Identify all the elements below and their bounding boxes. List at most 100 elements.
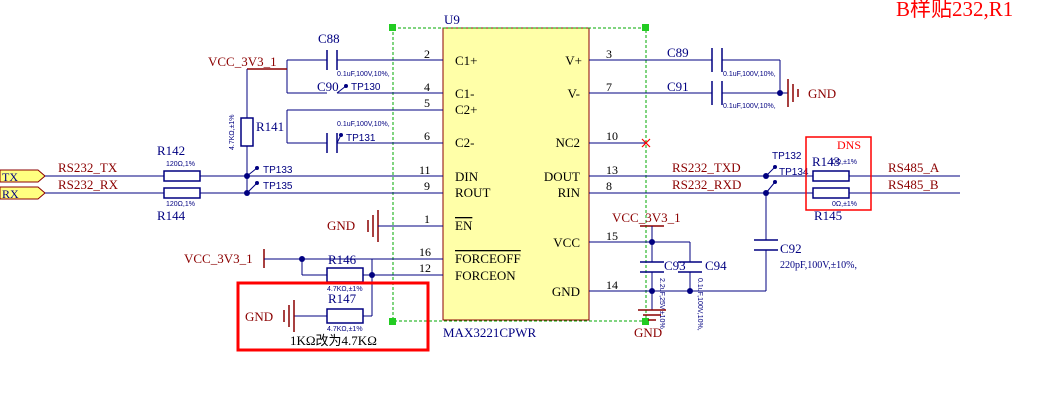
- change-note-box: [236, 281, 430, 352]
- pin-number: 15: [606, 229, 618, 243]
- resistor-r143[interactable]: [812, 170, 850, 182]
- gnd-symbol-vm: [787, 79, 799, 107]
- c92-value: 220pF,100V,±10%,: [780, 260, 857, 271]
- c93-ref: C93: [664, 258, 686, 273]
- testpoint-tp130[interactable]: TP130: [336, 82, 381, 94]
- c91-value: 0.1uF,100V,10%,: [723, 103, 776, 110]
- junctions-force: [299, 256, 375, 278]
- pin-name: V-: [567, 86, 580, 101]
- gnd-en-label: GND: [327, 218, 355, 233]
- pin-number: 14: [606, 278, 618, 292]
- r146-ref: R146: [328, 252, 357, 267]
- selection-handle[interactable]: [642, 318, 649, 325]
- pin-number: 11: [419, 163, 431, 177]
- pin-names: C1+ C1- C2+ C2- DIN ROUT EN FORCEOFF FOR…: [455, 53, 582, 299]
- testpoint-tp132[interactable]: TP132: [765, 151, 802, 177]
- vcc-left-label: VCC_3V3_1: [184, 251, 253, 266]
- pin-number: 4: [424, 80, 430, 94]
- pin-name: DIN: [455, 169, 479, 184]
- pin-number: 6: [424, 129, 430, 143]
- resistor-r144[interactable]: [163, 187, 201, 199]
- gnd-symbol-en: [367, 210, 379, 242]
- capacitor-c90[interactable]: [326, 133, 338, 153]
- resistor-r142[interactable]: [163, 170, 201, 182]
- vcc-net-label: VCC_3V3_1: [208, 54, 277, 69]
- c94-ref: C94: [705, 258, 727, 273]
- chip-part: MAX3221CPWR: [443, 325, 537, 340]
- testpoint-tp134[interactable]: TP134: [765, 167, 809, 194]
- resistor-r147[interactable]: [326, 308, 364, 324]
- selection-handle[interactable]: [389, 24, 396, 31]
- pin-number: 10: [606, 129, 618, 143]
- net-rs485-a: RS485_A: [888, 160, 940, 175]
- net-rs232-txd: RS232_TXD: [672, 160, 741, 175]
- r145-value: 0Ω,±1%: [832, 201, 857, 208]
- testpoint-tp133[interactable]: TP133: [246, 165, 293, 177]
- tp131-label: TP131: [346, 133, 376, 144]
- net-rs485-b: RS485_B: [888, 177, 939, 192]
- r147-ref: R147: [328, 291, 357, 306]
- pin-numbers: 2 4 5 6 11 9 1 16 12 3 7 10 13 8 15 14: [419, 47, 618, 292]
- testpoint-tp131[interactable]: TP131: [336, 133, 376, 144]
- pin-number: 1: [424, 212, 430, 226]
- pin-name: NC2: [555, 135, 580, 150]
- net-rs232-rx: RS232_RX: [58, 177, 119, 192]
- capacitor-c93[interactable]: [640, 261, 664, 273]
- resistor-r145[interactable]: [812, 187, 850, 199]
- capacitor-c92[interactable]: [754, 239, 778, 251]
- selection-handle[interactable]: [642, 24, 649, 31]
- junctions-vcc: [649, 239, 693, 294]
- chip-right-pins: [589, 59, 646, 292]
- net-rs232-tx: RS232_TX: [58, 160, 118, 175]
- testpoint-tp135[interactable]: TP135: [246, 181, 293, 194]
- c90-ref: C90: [317, 79, 339, 94]
- pin-number: 5: [424, 96, 430, 110]
- pin-name: DOUT: [544, 169, 580, 184]
- pin-name: C1-: [455, 86, 475, 101]
- capacitor-c88[interactable]: [326, 50, 338, 70]
- capacitor-c94[interactable]: [678, 261, 702, 273]
- pin-number: 3: [606, 47, 612, 61]
- r146-value: 4.7KΩ,±1%: [327, 286, 363, 293]
- tp134-label: TP134: [779, 167, 809, 178]
- pin-number: 2: [424, 47, 430, 61]
- c89-value: 0.1uF,100V,10%,: [723, 71, 776, 78]
- c91-ref: C91: [667, 79, 689, 94]
- pin-name: ROUT: [455, 185, 490, 200]
- port-rx[interactable]: RX: [0, 186, 46, 201]
- gnd-vm-label: GND: [808, 86, 836, 101]
- no-connect-marker: [641, 138, 651, 148]
- dns-box: [805, 136, 872, 211]
- pin-number: 12: [419, 261, 431, 275]
- r143-value: 0Ω,±1%: [832, 159, 857, 166]
- pin-number: 9: [424, 179, 430, 193]
- capacitor-c91[interactable]: [711, 81, 723, 105]
- r143-ref: R143: [812, 154, 840, 169]
- port-tx[interactable]: TX: [0, 169, 46, 184]
- pin-name: V+: [565, 53, 582, 68]
- pin-name: C2+: [455, 102, 478, 117]
- gnd-symbol-r147: [283, 300, 295, 332]
- tp133-label: TP133: [263, 165, 293, 176]
- c88-ref: C88: [318, 31, 340, 46]
- r147-value: 4.7KΩ,±1%: [327, 326, 363, 333]
- resistor-r141[interactable]: [240, 117, 254, 147]
- tp130-label: TP130: [351, 82, 381, 93]
- c89-ref: C89: [667, 45, 689, 60]
- selection-handle[interactable]: [389, 318, 396, 325]
- chip-selection-box: [392, 27, 647, 322]
- chip-u9[interactable]: U9 MAX3221CPWR: [389, 12, 649, 340]
- resistor-r146[interactable]: [326, 267, 364, 283]
- chip-body: [442, 27, 590, 321]
- port-tx-label: TX: [2, 170, 18, 184]
- gnd-symbol-bottom: [638, 309, 666, 321]
- dns-label: DNS: [837, 138, 861, 152]
- c92-ref: C92: [780, 241, 802, 256]
- r141-ref: R141: [256, 119, 284, 134]
- junction-vm: [777, 90, 783, 96]
- r144-ref: R144: [157, 208, 186, 223]
- pin-name: RIN: [558, 185, 581, 200]
- pin-name: EN: [455, 218, 473, 233]
- vcc-mid-label: VCC_3V3_1: [612, 210, 681, 225]
- capacitor-c89[interactable]: [711, 48, 723, 72]
